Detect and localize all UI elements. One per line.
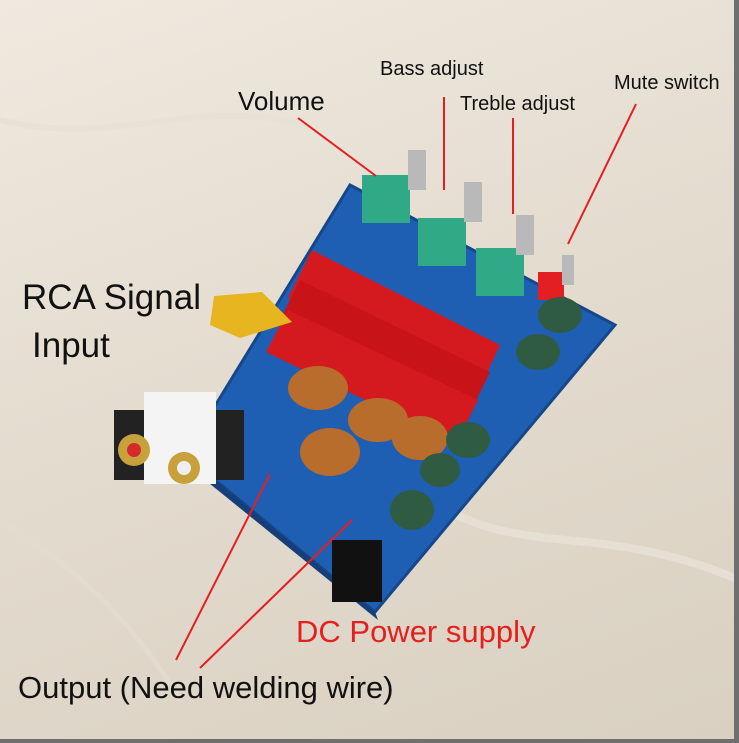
relay [210, 292, 292, 338]
output-label: Output (Need welding wire) [18, 670, 394, 705]
bottom-border [0, 739, 739, 743]
heatsink [266, 250, 500, 444]
callout-lines [175, 97, 637, 669]
mute-switch [538, 272, 564, 300]
rca-signal-label: RCA Signal [22, 278, 201, 317]
treble-pot [476, 215, 534, 296]
rca-jacks [114, 392, 244, 484]
dc-power-label: DC Power supply [296, 614, 536, 649]
mute-switch-label: Mute switch [614, 72, 720, 94]
treble-adjust-label: Treble adjust [460, 93, 575, 115]
capacitors [390, 297, 582, 530]
dc-jack [332, 540, 382, 602]
right-border [734, 0, 739, 743]
volume-label: Volume [238, 86, 325, 116]
bass-adjust-label: Bass adjust [380, 58, 484, 80]
rca-input-label: Input [32, 326, 110, 365]
bass-pot [418, 182, 482, 266]
volume-pot [362, 150, 426, 223]
inductors [288, 366, 448, 476]
